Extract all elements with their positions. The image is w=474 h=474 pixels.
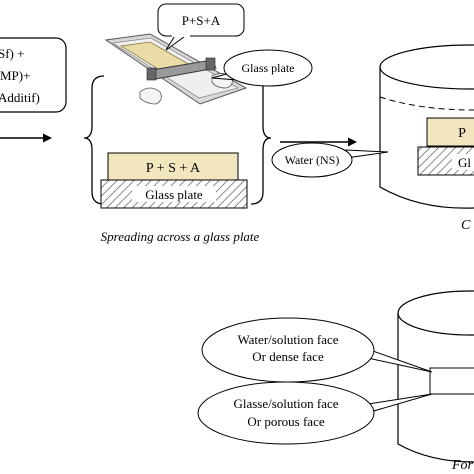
callout-dense-face: Water/solution face Or dense face [201,317,433,383]
bath-rim [379,44,474,90]
bath-film-label: P [458,126,466,141]
right-brace [250,75,272,205]
dense-face-line2: Or dense face [252,349,324,364]
caption-right-partial: C [461,218,471,233]
cylinder-side [397,313,474,463]
knife-handle-right [205,57,216,71]
spread-stack: P + S + A Glass plate [100,152,248,209]
left-brace [83,75,105,205]
callout-porous-face: Glasse/solution face Or porous face [197,381,433,445]
membrane-cylinder [397,290,474,463]
caption-bottom-partial: For [451,458,474,473]
membrane-sample [429,367,474,395]
composition-line-3: Additif) [0,90,40,105]
callout-glass-plate-label: Glass plate [242,61,295,75]
cylinder-top [397,290,474,336]
caption-spreading: Spreading across a glass plate [101,229,260,244]
bath-side [379,67,474,209]
composition-line-2: MP)+ [0,68,30,83]
spread-glass-label: Glass plate [145,187,203,202]
callout-psa-label: P+S+A [182,13,221,28]
callout-water: Water (NS) [271,142,389,178]
bath-film-layer [426,117,474,147]
composition-line-1: Sf) + [0,46,24,61]
hand-sketch [139,87,162,105]
knife-handle-left [146,67,157,81]
callout-water-label: Water (NS) [285,153,340,167]
callout-glass-plate: Glass plate [211,49,313,87]
composition-box: Sf) + MP)+ Additif) [0,37,67,113]
coagulation-bath: P Gl [379,44,474,209]
porous-face-line2: Or porous face [247,414,324,429]
arrow-to-spreading [0,133,52,143]
bath-glass-label: Gl [458,155,471,170]
arrow-to-bath [280,137,357,147]
porous-face-line1: Glasse/solution face [233,396,338,411]
water-line [379,96,474,111]
dense-face-line1: Water/solution face [237,332,338,347]
spread-film-label: P + S + A [146,161,201,176]
casting-apparatus-illustration [104,33,248,105]
composition-box-frame [0,37,67,113]
callout-psa: P+S+A [157,3,245,51]
